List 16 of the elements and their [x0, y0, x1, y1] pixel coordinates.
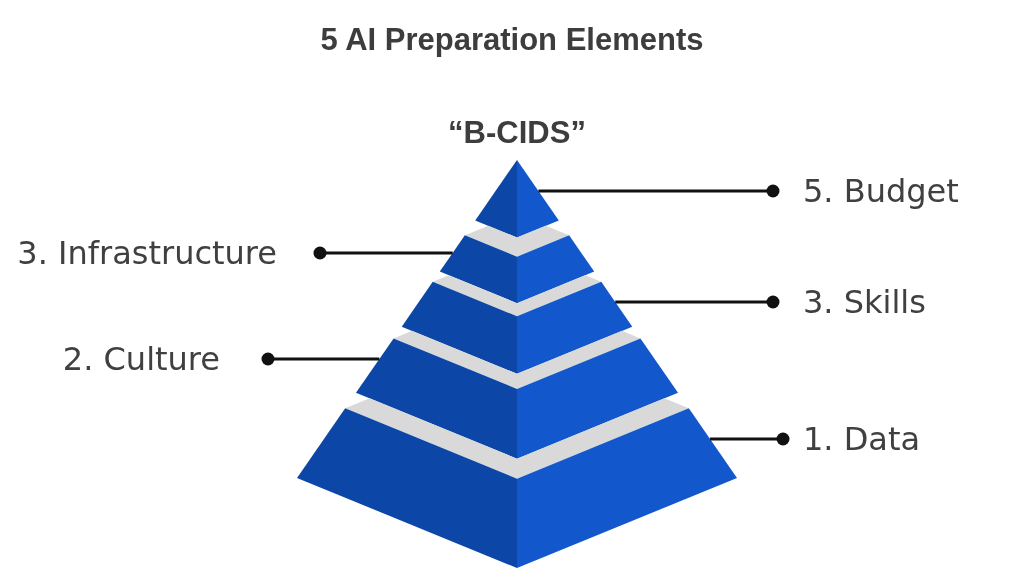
pyramid-tier [297, 398, 737, 568]
diagram-title: 5 AI Preparation Elements [319, 21, 705, 59]
tier-label: 3. Skills [773, 282, 926, 322]
pyramid-tier [439, 225, 595, 304]
leader-line [615, 295, 780, 309]
pyramid-heading: “B-CIDS” [448, 114, 586, 152]
pyramid-tier [401, 275, 633, 374]
leader-line [710, 432, 790, 446]
tier-label: 2. Culture [62, 339, 268, 379]
tier-label: 3. Infrastructure [17, 233, 320, 273]
tier-label: 1. Data [783, 419, 921, 459]
tier-label: 5. Budget [773, 171, 959, 211]
leader-line [261, 352, 380, 366]
pyramid-tier [355, 330, 679, 459]
pyramid-tier [475, 160, 559, 238]
leader-line [313, 246, 453, 260]
